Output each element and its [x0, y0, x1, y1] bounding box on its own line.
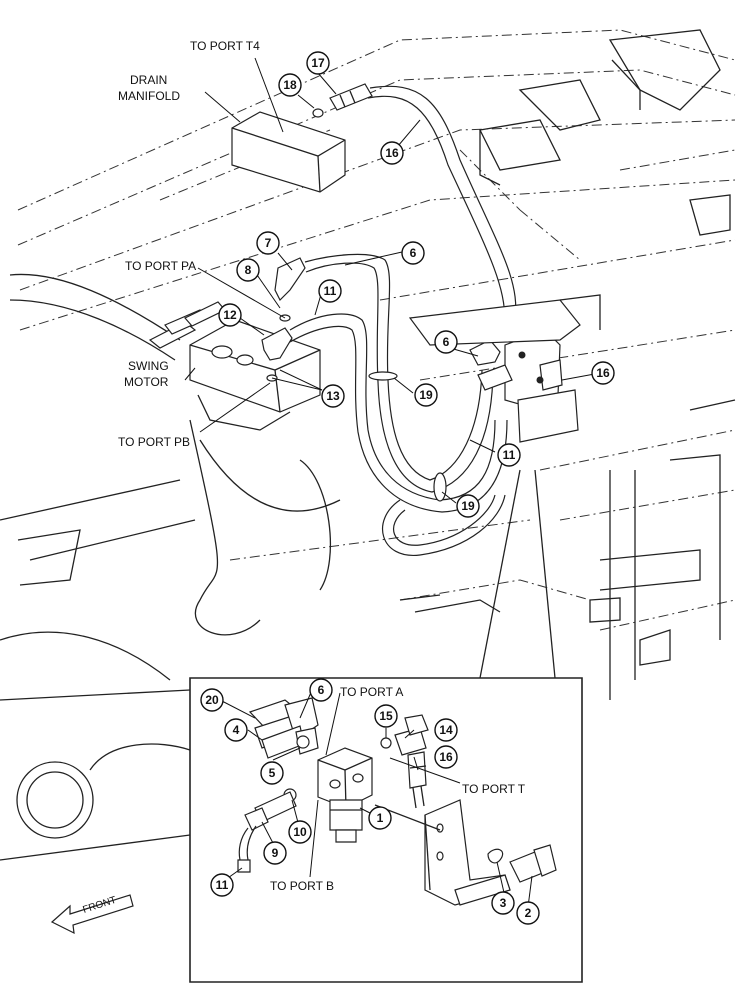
svg-text:6: 6 [318, 683, 325, 697]
svg-text:2: 2 [525, 906, 532, 920]
callout-13: 13 [321, 384, 345, 408]
svg-text:11: 11 [503, 448, 516, 462]
callout-6: 6 [434, 330, 458, 354]
svg-text:14: 14 [439, 723, 453, 737]
callout-3: 3 [491, 891, 515, 915]
svg-text:12: 12 [223, 308, 237, 322]
label-drain-manifold-line1: DRAIN [130, 73, 167, 87]
svg-text:5: 5 [269, 766, 276, 780]
svg-text:7: 7 [265, 236, 272, 250]
callout-16: 16 [591, 361, 615, 385]
inset-fittings-right [380, 714, 429, 809]
label-to-port-a: TO PORT A [340, 685, 403, 699]
callout-12: 12 [218, 303, 242, 327]
callout-11: 11 [497, 443, 521, 467]
machine-frame-outline [17, 29, 736, 631]
callout-16: 16 [434, 745, 458, 769]
svg-text:11: 11 [324, 284, 337, 298]
svg-text:6: 6 [443, 335, 450, 349]
svg-text:3: 3 [500, 896, 507, 910]
label-drain-manifold-line2: MANIFOLD [118, 89, 180, 103]
callout-7: 7 [256, 231, 280, 255]
callout-18: 18 [278, 73, 302, 97]
callout-14: 14 [434, 718, 458, 742]
inset-fittings-left [248, 697, 319, 759]
callout-6: 6 [309, 678, 333, 702]
label-to-port-t4: TO PORT T4 [190, 39, 260, 53]
label-swing-motor-line1: SWING [128, 359, 169, 373]
front-arrow-icon: FRONT [50, 894, 134, 935]
right-frame-structure [479, 29, 736, 700]
callout-6: 6 [401, 241, 425, 265]
drain-manifold [231, 111, 346, 193]
svg-text:19: 19 [461, 499, 475, 513]
svg-text:19: 19 [419, 388, 433, 402]
callout-15: 15 [374, 704, 398, 728]
callout-17: 17 [306, 51, 330, 75]
right-valve-assembly [408, 299, 581, 443]
label-to-port-b: TO PORT B [270, 879, 334, 893]
svg-text:13: 13 [326, 389, 340, 403]
inset-valve-block [317, 747, 373, 843]
svg-text:18: 18 [283, 78, 297, 92]
callout-10: 10 [288, 820, 312, 844]
callout-11: 11 [210, 873, 234, 897]
svg-text:4: 4 [233, 723, 240, 737]
leader-lines [184, 57, 601, 908]
svg-text:6: 6 [410, 246, 417, 260]
callout-19: 19 [456, 494, 480, 518]
svg-text:11: 11 [216, 878, 229, 892]
hydraulic-hoses [289, 85, 517, 556]
callout-20: 20 [200, 688, 224, 712]
svg-text:16: 16 [439, 750, 453, 764]
svg-text:8: 8 [245, 263, 252, 277]
svg-text:10: 10 [293, 825, 307, 839]
callout-19: 19 [414, 383, 438, 407]
svg-text:16: 16 [385, 146, 399, 160]
drain-fitting-17 [312, 83, 373, 118]
inset-bracket [374, 799, 557, 906]
callout-2: 2 [516, 901, 540, 925]
callout-11: 11 [318, 279, 342, 303]
callout-9: 9 [263, 841, 287, 865]
inset-lower-hose [237, 788, 297, 873]
label-to-port-t: TO PORT T [462, 782, 526, 796]
callout-8: 8 [236, 258, 260, 282]
callout-4: 4 [224, 718, 248, 742]
svg-text:16: 16 [596, 366, 610, 380]
svg-text:15: 15 [379, 709, 393, 723]
callout-16: 16 [380, 141, 404, 165]
label-swing-motor-line2: MOTOR [124, 375, 169, 389]
svg-text:9: 9 [272, 846, 279, 860]
motor-fittings [261, 257, 306, 382]
callout-5: 5 [260, 761, 284, 785]
svg-text:17: 17 [311, 56, 325, 70]
svg-text:1: 1 [377, 811, 384, 825]
inset-detail-box [189, 469, 583, 983]
label-to-port-pa: TO PORT PA [125, 259, 196, 273]
label-to-port-pb: TO PORT PB [118, 435, 190, 449]
callout-1: 1 [368, 806, 392, 830]
svg-text:20: 20 [205, 693, 219, 707]
